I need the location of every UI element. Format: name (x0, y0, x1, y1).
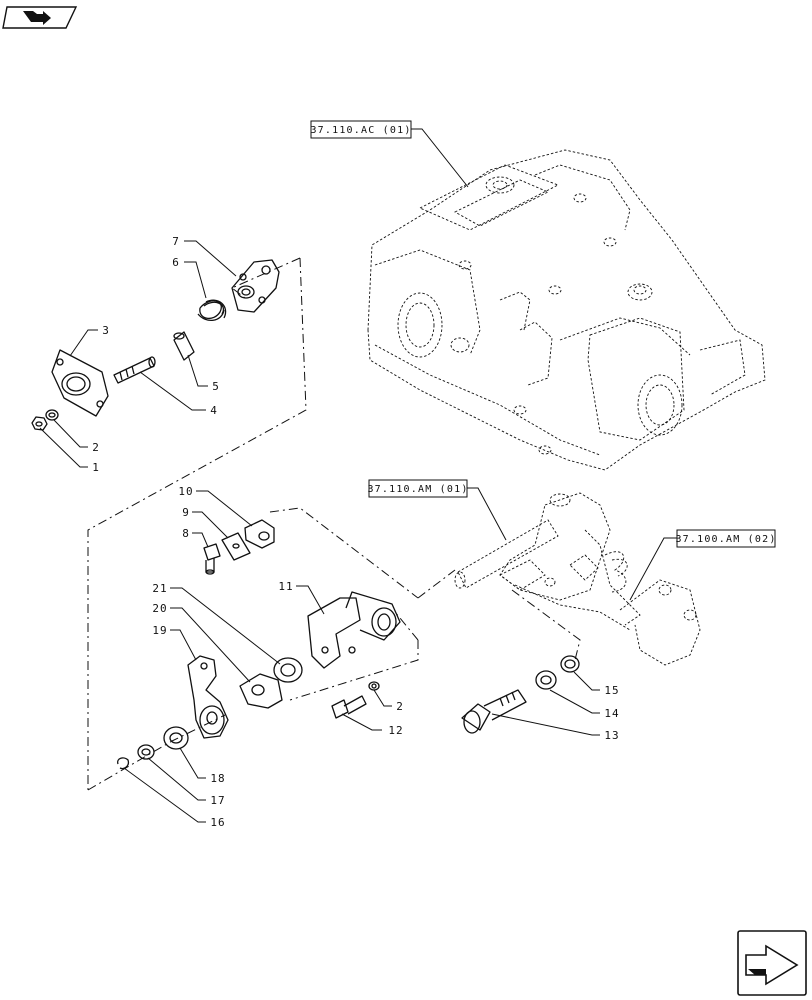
reference-link-am2[interactable]: 37.100.AM (02) (629, 529, 777, 601)
callout-label-13: 13 (604, 729, 619, 742)
callout-label-2b: 2 (396, 700, 404, 713)
callout-2-lower: 2 (373, 689, 404, 713)
callout-19: 19 (152, 624, 197, 661)
callout-label-11: 11 (278, 580, 293, 593)
callout-label-8: 8 (182, 527, 190, 540)
part-4-stud (113, 356, 156, 384)
reference-label-am1: 37.110.AM (01) (367, 484, 468, 495)
callout-14: 14 (549, 689, 619, 720)
reference-link-am1[interactable]: 37.110.AM (01) (367, 479, 507, 541)
callout-5: 5 (187, 354, 220, 393)
callout-label-20: 20 (152, 602, 167, 615)
part-20-plate (239, 673, 283, 709)
callout-label-15: 15 (604, 684, 619, 697)
reference-label-am2: 37.100.AM (02) (675, 534, 776, 545)
callout-21: 21 (152, 582, 281, 665)
callout-11: 11 (278, 580, 325, 615)
housing-outline (367, 149, 766, 471)
part-16-ring (117, 757, 130, 770)
part-10-bracket (244, 519, 275, 549)
part-8-bolt (203, 543, 221, 575)
callout-9: 9 (182, 506, 229, 539)
callout-10: 10 (178, 485, 253, 527)
part-1-nut (31, 416, 48, 431)
callout-label-9: 9 (182, 506, 190, 519)
next-page-arrow-icon[interactable] (737, 930, 807, 996)
part-21-washer (273, 657, 303, 683)
book-arrow-icon[interactable] (2, 6, 78, 29)
callout-label-14: 14 (604, 707, 619, 720)
callout-13: 13 (491, 713, 619, 742)
callout-label-19: 19 (152, 624, 167, 637)
callout-label-2a: 2 (92, 441, 100, 454)
part-11-bush (307, 591, 401, 669)
part-12-bolt (331, 695, 367, 719)
part-14-ring (535, 670, 557, 690)
callout-label-21: 21 (152, 582, 167, 595)
callout-17: 17 (147, 757, 225, 807)
callout-3: 3 (69, 324, 110, 357)
callout-8: 8 (182, 527, 209, 548)
callout-20: 20 (152, 602, 251, 683)
callout-6: 6 (172, 256, 207, 299)
callout-15: 15 (573, 671, 619, 697)
callout-label-6: 6 (172, 256, 180, 269)
callout-label-4: 4 (210, 404, 218, 417)
part-5-pin (173, 331, 195, 361)
part-3-cover (51, 349, 109, 417)
part-6-spring (197, 299, 227, 321)
callout-label-12: 12 (388, 724, 403, 737)
part-15-ring (560, 655, 580, 673)
reference-label-ac: 37.110.AC (01) (310, 125, 411, 136)
callout-4: 4 (139, 371, 218, 417)
callout-2-upper: 2 (53, 419, 100, 454)
part-18-washer (163, 726, 189, 750)
part-9-plate (221, 532, 251, 561)
part-7-plate (231, 259, 280, 313)
callout-label-10: 10 (178, 485, 193, 498)
part-19-lever (187, 655, 229, 739)
part-17-washer (137, 744, 155, 760)
callout-label-1: 1 (92, 461, 100, 474)
shaft-assembly-outline (454, 492, 701, 666)
callout-label-18: 18 (210, 772, 225, 785)
reference-link-ac[interactable]: 37.110.AC (01) (310, 120, 469, 188)
part-2-washer-upper (45, 409, 59, 421)
callout-7: 7 (172, 235, 237, 277)
callout-label-7: 7 (172, 235, 180, 248)
part-2-washer-lower (368, 681, 380, 691)
callout-1: 1 (39, 427, 100, 474)
part-13-shaft (461, 689, 527, 734)
callout-18: 18 (179, 747, 225, 785)
callout-label-16: 16 (210, 816, 225, 829)
callout-label-3: 3 (102, 324, 110, 337)
callout-label-5: 5 (212, 380, 220, 393)
callout-label-17: 17 (210, 794, 225, 807)
callout-16: 16 (123, 767, 225, 829)
callout-12: 12 (341, 713, 403, 737)
